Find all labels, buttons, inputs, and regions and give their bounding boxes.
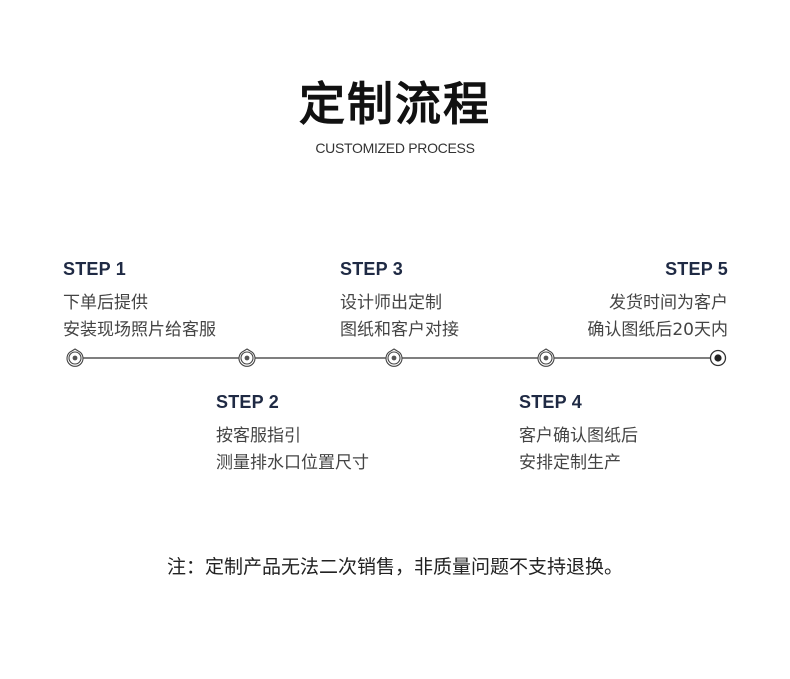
process-timeline — [66, 348, 727, 367]
step-2: STEP 2 按客服指引 测量排水口位置尺寸 — [216, 391, 369, 477]
step-1-line-1: 下单后提供 — [63, 293, 148, 313]
disclaimer-note: 注：定制产品无法二次销售，非质量问题不支持退换。 — [166, 556, 623, 578]
step-4-line-2: 安排定制生产 — [519, 453, 621, 473]
map-pin-icon — [66, 348, 84, 367]
step-5: STEP 5 发货时间为客户 确认图纸后20天内 — [587, 258, 728, 344]
step-1-label: STEP 1 — [63, 259, 126, 279]
step-3-line-1: 设计师出定制 — [340, 293, 442, 313]
step-5-label: STEP 5 — [665, 259, 728, 279]
map-pin-icon — [238, 348, 256, 367]
target-dot-icon — [709, 349, 727, 367]
step-1-line-2: 安装现场照片给客服 — [63, 320, 216, 340]
step-1: STEP 1 下单后提供 安装现场照片给客服 — [63, 258, 216, 344]
step-4: STEP 4 客户确认图纸后 安排定制生产 — [519, 391, 638, 477]
map-pin-icon — [385, 348, 403, 367]
step-4-line-1: 客户确认图纸后 — [519, 426, 638, 446]
step-5-line-1: 发货时间为客户 — [609, 293, 728, 313]
step-2-line-1: 按客服指引 — [216, 426, 301, 446]
step-2-line-2: 测量排水口位置尺寸 — [216, 453, 369, 473]
step-2-label: STEP 2 — [216, 392, 279, 412]
page-title: 定制流程 — [299, 77, 491, 131]
step-3-label: STEP 3 — [340, 259, 403, 279]
step-5-line-2: 确认图纸后20天内 — [587, 320, 728, 340]
map-pin-icon — [537, 348, 555, 367]
step-3-line-2: 图纸和客户对接 — [340, 320, 459, 340]
page-subtitle: CUSTOMIZED PROCESS — [315, 140, 475, 156]
step-4-label: STEP 4 — [519, 392, 582, 412]
step-3: STEP 3 设计师出定制 图纸和客户对接 — [340, 258, 459, 344]
